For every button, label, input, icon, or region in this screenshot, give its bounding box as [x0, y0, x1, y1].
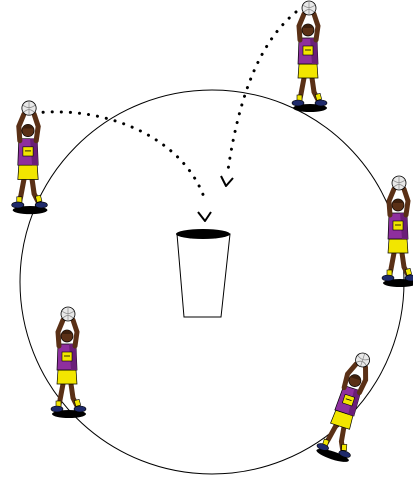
pass-path-left — [34, 112, 205, 200]
bin-icon — [176, 229, 230, 317]
arrow-head-icon — [198, 212, 211, 221]
arrow-head-icon — [221, 176, 233, 186]
player-left — [12, 101, 48, 214]
player-top-right — [292, 1, 327, 112]
player-right — [382, 176, 413, 287]
player-bottom-right — [314, 348, 382, 464]
pass-path-top — [228, 12, 296, 170]
player-bottom-left — [51, 307, 86, 418]
